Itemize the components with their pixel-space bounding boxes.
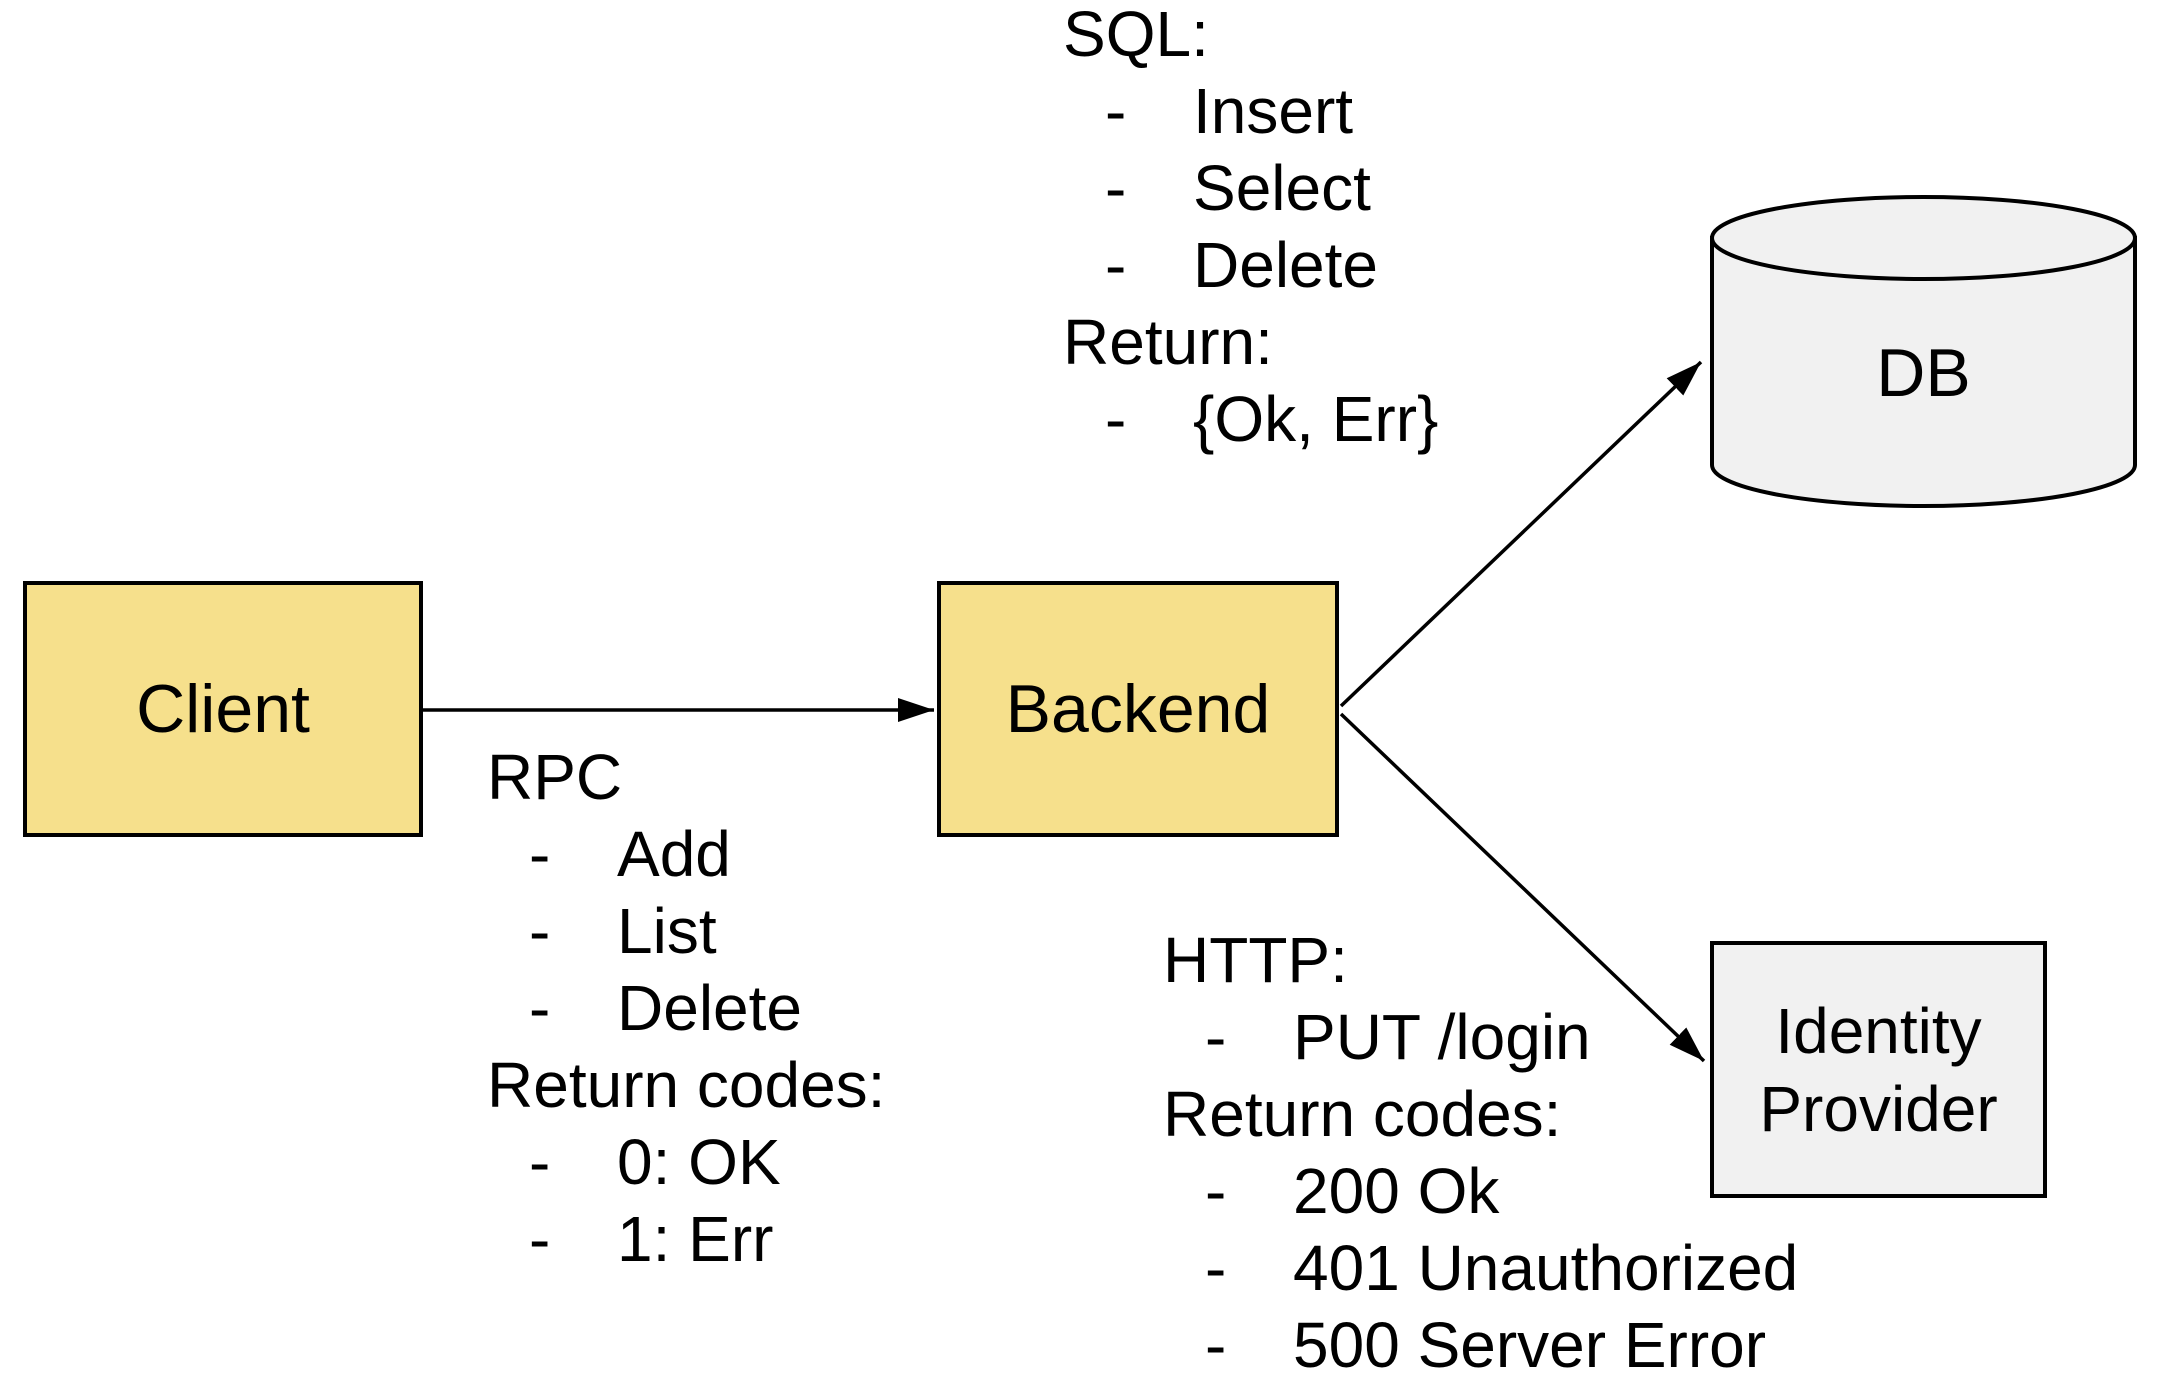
bullet-dash: - (1205, 1001, 1227, 1073)
rpc-annotation: RPC -Add -List -Delete Return codes: -0:… (487, 739, 885, 1278)
rpc-item: -List (487, 893, 885, 970)
rpc-item-text: Add (617, 818, 731, 890)
bullet-dash: - (1105, 75, 1127, 147)
db-cylinder-top (1710, 195, 2137, 281)
bullet-dash: - (1105, 152, 1127, 224)
rpc-item: -Delete (487, 970, 885, 1047)
bullet-dash: - (1205, 1309, 1227, 1381)
sql-item-text: {Ok, Err} (1193, 383, 1439, 455)
http-item-text: PUT /login (1293, 1001, 1591, 1073)
client-label: Client (136, 671, 310, 747)
sql-item: -{Ok, Err} (1063, 381, 1438, 458)
http-heading: HTTP: (1163, 924, 1348, 996)
node-backend: Backend (937, 581, 1339, 837)
node-db: DB (1710, 193, 2137, 508)
http-item: -200 Ok (1163, 1153, 1798, 1230)
identity-provider-label-line1: Identity (1775, 994, 1982, 1067)
http-item-text: 500 Server Error (1293, 1309, 1767, 1381)
rpc-item-text: List (617, 895, 717, 967)
http-item-text: 401 Unauthorized (1293, 1232, 1799, 1304)
bullet-dash: - (529, 1203, 551, 1275)
sql-heading: SQL: (1063, 0, 1209, 70)
http-item: -401 Unauthorized (1163, 1230, 1798, 1307)
rpc-item-text: 1: Err (617, 1203, 774, 1275)
node-identity-provider: Identity Provider (1710, 941, 2047, 1198)
db-cylinder-body (1710, 236, 2137, 508)
backend-label: Backend (1005, 671, 1271, 747)
bullet-dash: - (529, 818, 551, 890)
db-label: DB (1876, 335, 1971, 411)
node-client: Client (23, 581, 423, 837)
sql-item: -Delete (1063, 227, 1438, 304)
rpc-item-text: 0: OK (617, 1126, 781, 1198)
bullet-dash: - (529, 972, 551, 1044)
http-item: -500 Server Error (1163, 1307, 1798, 1384)
sql-item-text: Insert (1193, 75, 1354, 147)
sql-item: -Insert (1063, 73, 1438, 150)
sql-item: -Select (1063, 150, 1438, 227)
rpc-heading: RPC (487, 741, 623, 813)
identity-provider-label-line2: Provider (1759, 1072, 1998, 1145)
bullet-dash: - (529, 1126, 551, 1198)
db-cylinder-icon (1710, 195, 2137, 508)
bullet-dash: - (1105, 383, 1127, 455)
rpc-item: -1: Err (487, 1201, 885, 1278)
rpc-item: -0: OK (487, 1124, 885, 1201)
sql-item-text: Delete (1193, 229, 1378, 301)
rpc-item-text: Delete (617, 972, 802, 1044)
bullet-dash: - (1205, 1232, 1227, 1304)
rpc-item: -Add (487, 816, 885, 893)
http-annotation: HTTP: -PUT /login Return codes: -200 Ok … (1163, 922, 1798, 1384)
rpc-return-codes-heading: Return codes: (487, 1049, 886, 1121)
http-item-text: 200 Ok (1293, 1155, 1500, 1227)
http-item: -PUT /login (1163, 999, 1798, 1076)
bullet-dash: - (529, 895, 551, 967)
sql-item-text: Select (1193, 152, 1371, 224)
sql-return-heading: Return: (1063, 306, 1273, 378)
bullet-dash: - (1105, 229, 1127, 301)
http-return-codes-heading: Return codes: (1163, 1078, 1562, 1150)
sql-annotation: SQL: -Insert -Select -Delete Return: -{O… (1063, 0, 1438, 458)
bullet-dash: - (1205, 1155, 1227, 1227)
